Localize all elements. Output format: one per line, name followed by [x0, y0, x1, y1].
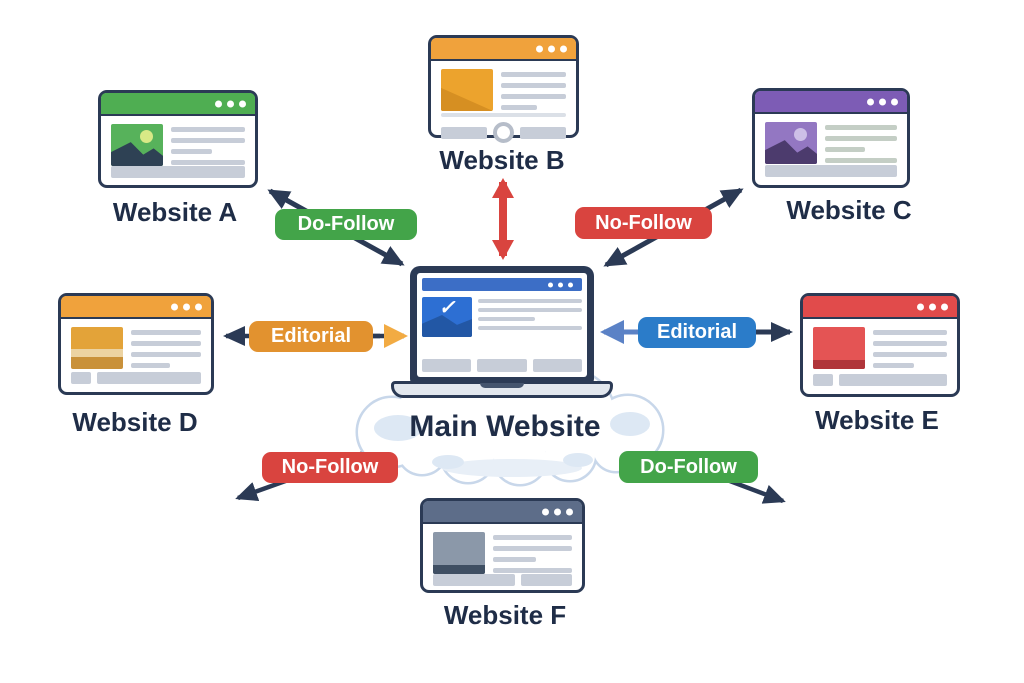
check-icon	[439, 298, 456, 318]
window-dots-icon	[867, 98, 898, 105]
window-dots-icon	[171, 303, 202, 310]
browser-content	[755, 114, 907, 185]
hero-image	[422, 297, 472, 337]
footer-bars	[441, 122, 566, 143]
badge-editorial-left: Editorial	[249, 321, 373, 352]
website-d-window	[58, 293, 214, 395]
thumbnail-image	[111, 124, 163, 166]
browser-header	[423, 501, 582, 524]
text-lines	[493, 532, 572, 574]
text-lines	[478, 297, 582, 337]
browser-content	[61, 319, 211, 392]
browser-header	[61, 296, 211, 319]
browser-content	[101, 116, 255, 186]
badge-nofollow-bottom-left: No-Follow	[262, 452, 398, 483]
laptop-base	[391, 381, 613, 398]
browser-content	[423, 524, 582, 594]
website-d-label: Website D	[72, 407, 198, 437]
thumbnail-image	[441, 69, 493, 111]
window-dots-icon	[215, 100, 246, 107]
main-website-label: Main Website	[409, 410, 601, 443]
website-e-window	[800, 293, 960, 397]
thumbnail-image	[765, 122, 817, 164]
window-dots-icon	[548, 282, 573, 287]
ring-icon	[493, 122, 514, 143]
website-f-label: Website F	[443, 600, 567, 630]
website-a-label: Website A	[112, 197, 238, 227]
website-b-label: Website B	[439, 145, 565, 175]
text-lines	[501, 69, 566, 111]
website-f-window	[420, 498, 585, 593]
footer-bars	[71, 372, 201, 384]
badge-dofollow-top-left: Do-Follow	[275, 209, 417, 240]
laptop-screen	[417, 273, 587, 377]
browser-header	[422, 278, 582, 291]
browser-header	[101, 93, 255, 116]
badge-editorial-right: Editorial	[638, 317, 756, 348]
thumbnail-image	[813, 327, 865, 369]
main-website-laptop	[410, 266, 594, 384]
website-c-label: Website C	[786, 195, 912, 225]
text-lines	[171, 124, 245, 166]
browser-header	[431, 38, 576, 61]
window-dots-icon	[542, 508, 573, 515]
browser-content	[803, 319, 957, 394]
text-lines	[873, 327, 947, 369]
footer-bars	[111, 166, 245, 178]
thumbnail-image	[71, 327, 123, 369]
browser-content	[431, 61, 576, 151]
footer-bars	[765, 165, 897, 177]
footer-bars	[422, 359, 582, 372]
website-c-window	[752, 88, 910, 188]
website-b-window	[428, 35, 579, 143]
badge-nofollow-top-right: No-Follow	[575, 207, 712, 239]
website-a-window	[98, 90, 258, 188]
browser-header	[755, 91, 907, 114]
footer-bars	[433, 574, 572, 586]
window-dots-icon	[536, 45, 567, 52]
footer-bars	[813, 374, 947, 386]
text-lines	[825, 122, 897, 164]
divider	[441, 113, 566, 117]
website-e-label: Website E	[815, 405, 939, 435]
text-lines	[131, 327, 201, 369]
window-dots-icon	[917, 303, 948, 310]
badge-dofollow-bottom-right: Do-Follow	[619, 451, 758, 483]
thumbnail-image	[433, 532, 485, 574]
browser-header	[803, 296, 957, 319]
